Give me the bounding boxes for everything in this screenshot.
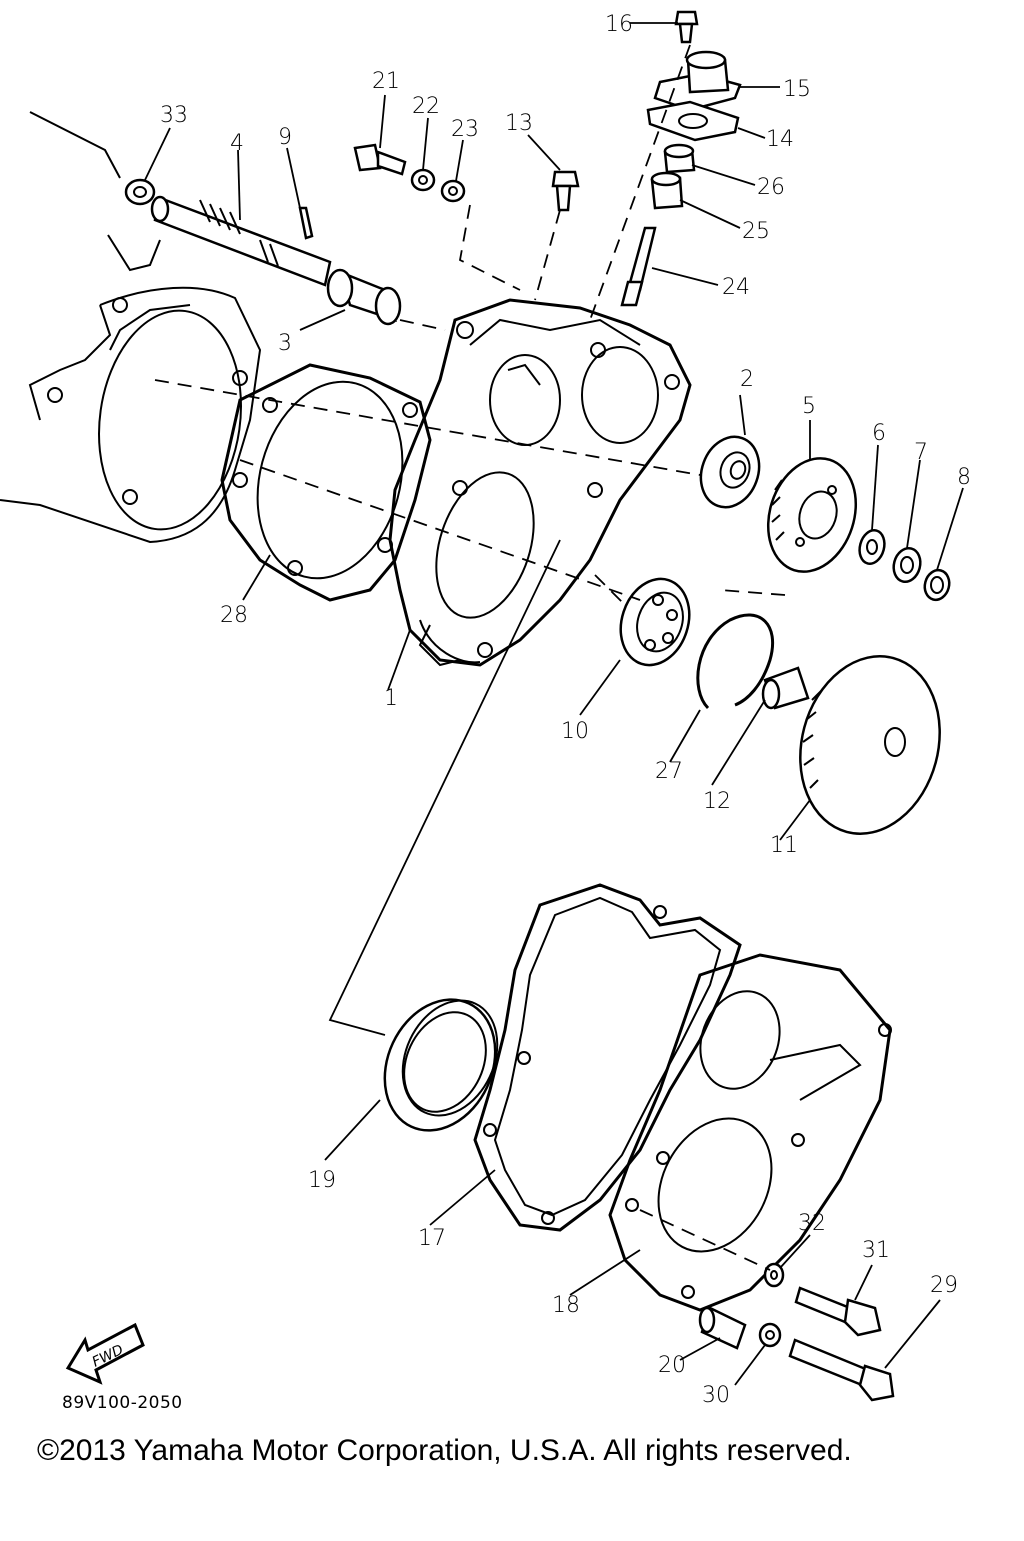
callout-3: 3 [278,331,292,356]
washer-part-30 [758,1322,782,1348]
gear-part-5 [766,457,858,573]
callout-5: 5 [802,394,816,419]
gear-shaft-part-24 [620,226,657,307]
bolt-part-21 [353,143,407,176]
callout-16: 16 [605,12,633,37]
callout-22: 22 [412,94,440,119]
callout-28: 28 [220,603,248,628]
screw-part-13 [551,170,580,212]
callout-15: 15 [783,77,811,102]
bolt-part-29 [788,1338,895,1402]
bearing-part-10 [619,577,691,667]
callout-4: 4 [230,131,244,156]
callout-24: 24 [722,275,750,300]
forward-direction-arrow: FWD [65,1322,145,1385]
callout-21: 21 [372,69,400,94]
screw-part-16 [674,10,699,44]
callout-13: 13 [505,111,533,136]
washer-part-7 [892,546,922,584]
callout-11: 11 [770,833,798,858]
circlip-part-27 [696,613,775,710]
pin-part-12 [761,666,810,710]
washer-part-33 [124,178,156,206]
callout-33: 33 [160,103,188,128]
callout-31: 31 [862,1238,890,1263]
callout-17: 17 [418,1226,446,1251]
gasket-part-17 [473,883,742,1232]
callout-10: 10 [561,719,589,744]
lock-washer-part-6 [858,529,886,565]
callout-18: 18 [552,1293,580,1318]
callout-26: 26 [757,175,785,200]
seal-part-26 [663,143,696,174]
callout-9: 9 [278,125,292,150]
shaft-part-4 [150,195,332,287]
callout-25: 25 [742,219,770,244]
callout-14: 14 [766,127,794,152]
callout-23: 23 [451,117,479,142]
callout-2: 2 [740,367,754,392]
washer-part-22 [410,168,436,192]
callout-29: 29 [930,1273,958,1298]
circlip-part-8 [923,568,951,602]
callout-30: 30 [702,1383,730,1408]
copyright-notice: ©2013 Yamaha Motor Corporation, U.S.A. A… [37,1434,852,1467]
cover-part-18 [608,953,892,1312]
callout-12: 12 [703,789,731,814]
bolt-part-31 [794,1286,882,1337]
callout-32: 32 [798,1211,826,1236]
collar-part-3 [326,268,402,326]
pin-part-9 [298,206,314,240]
callout-6: 6 [872,421,886,446]
washer-part-23 [440,179,466,203]
gear-part-11 [799,655,941,835]
callout-labels: 16 15 21 33 22 13 23 4 9 14 26 25 24 3 2… [160,12,971,1408]
leader-lines [144,22,964,1386]
callout-19: 19 [308,1168,336,1193]
bushing-part-25 [650,171,684,210]
bracket-part-15 [653,50,742,112]
oil-seal-part-19 [383,998,499,1132]
engine-case-outline [0,111,262,544]
gasket-part-14 [646,100,740,142]
callout-27: 27 [655,759,683,784]
callout-7: 7 [914,440,928,465]
dowel-part-20 [698,1306,747,1350]
bearing-part-2 [699,435,761,509]
diagram-code: 89V100-2050 [62,1393,183,1413]
callout-1: 1 [384,686,398,711]
assembly-axes [154,44,786,1271]
callout-20: 20 [658,1353,686,1378]
callout-8: 8 [957,465,971,490]
